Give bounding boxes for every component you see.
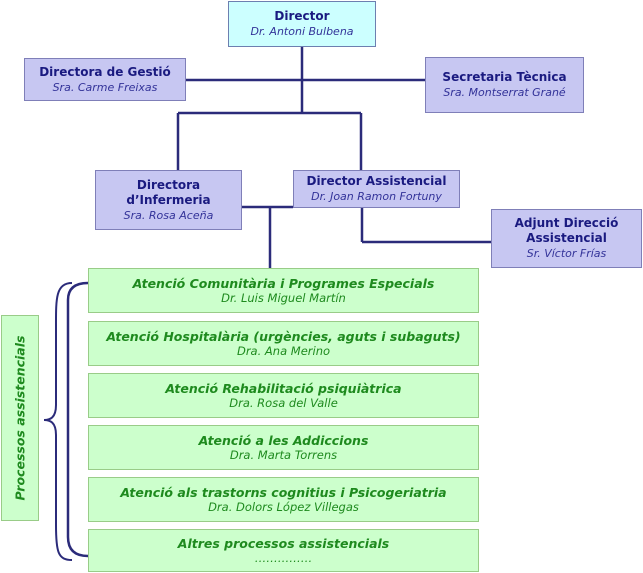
box-adjunt-direccio: Adjunt Direcció Assistencial Sr. Víctor … — [491, 209, 642, 268]
curly-brace — [43, 282, 73, 561]
infermeria-person: Sra. Rosa Aceña — [123, 208, 214, 222]
process-person: Dra. Marta Torrens — [229, 447, 338, 462]
director-title: Director — [274, 9, 330, 23]
process-box: Altres processos assistencials …………… — [88, 529, 479, 572]
adjunt-person: Sr. Víctor Frías — [526, 247, 607, 260]
side-processos-assistencials: Processos assistencials — [1, 315, 39, 521]
process-box: Atenció Comunitària i Programes Especial… — [88, 268, 479, 313]
box-directora-gestio: Directora de Gestió Sra. Carme Freixas — [24, 58, 186, 101]
process-title: Atenció a les Addiccions — [198, 432, 369, 448]
process-box: Atenció Rehabilitació psiquiàtrica Dra. … — [88, 373, 479, 418]
process-person: Dr. Luis Miguel Martín — [221, 290, 346, 305]
process-title: Atenció Comunitària i Programes Especial… — [132, 275, 435, 291]
process-person: Dra. Ana Merino — [236, 343, 331, 358]
process-person: Dra. Dolors López Villegas — [208, 499, 359, 514]
connector-process-top-curve — [66, 281, 89, 301]
box-directora-infermeria: Directora d’Infermeria Sra. Rosa Aceña — [95, 170, 242, 230]
gestio-person: Sra. Carme Freixas — [52, 80, 158, 94]
side-label: Processos assistencials — [12, 335, 28, 501]
infermeria-title-line2: d’Infermeria — [126, 192, 211, 207]
box-secretaria-tecnica: Secretaria Tècnica Sra. Montserrat Grané — [425, 57, 584, 113]
process-title: Atenció Hospitalària (urgències, aguts i… — [106, 328, 461, 344]
process-title: Atenció als trastorns cognitius i Psicog… — [120, 484, 447, 500]
process-box: Atenció Hospitalària (urgències, aguts i… — [88, 321, 479, 366]
secretaria-title: Secretaria Tècnica — [442, 70, 567, 84]
connector-process-bottom-curve — [66, 536, 89, 558]
director-person: Dr. Antoni Bulbena — [250, 25, 354, 38]
gestio-title: Directora de Gestió — [39, 64, 171, 79]
box-director-assistencial: Director Assistencial Dr. Joan Ramon For… — [293, 170, 460, 208]
adjunt-title-line1: Adjunt Direcció — [514, 216, 619, 230]
process-box: Atenció a les Addiccions Dra. Marta Torr… — [88, 425, 479, 470]
process-person: …………… — [254, 550, 313, 565]
assistencial-person: Dr. Joan Ramon Fortuny — [311, 190, 442, 203]
secretaria-person: Sra. Montserrat Grané — [443, 86, 566, 99]
box-director: Director Dr. Antoni Bulbena — [228, 1, 376, 47]
process-box: Atenció als trastorns cognitius i Psicog… — [88, 477, 479, 522]
adjunt-title-line2: Assistencial — [526, 231, 607, 245]
infermeria-title-line1: Directora — [136, 177, 201, 192]
assistencial-title: Director Assistencial — [306, 174, 447, 188]
process-title: Atenció Rehabilitació psiquiàtrica — [165, 380, 402, 396]
process-person: Dra. Rosa del Valle — [229, 395, 338, 410]
process-title: Altres processos assistencials — [177, 535, 390, 551]
